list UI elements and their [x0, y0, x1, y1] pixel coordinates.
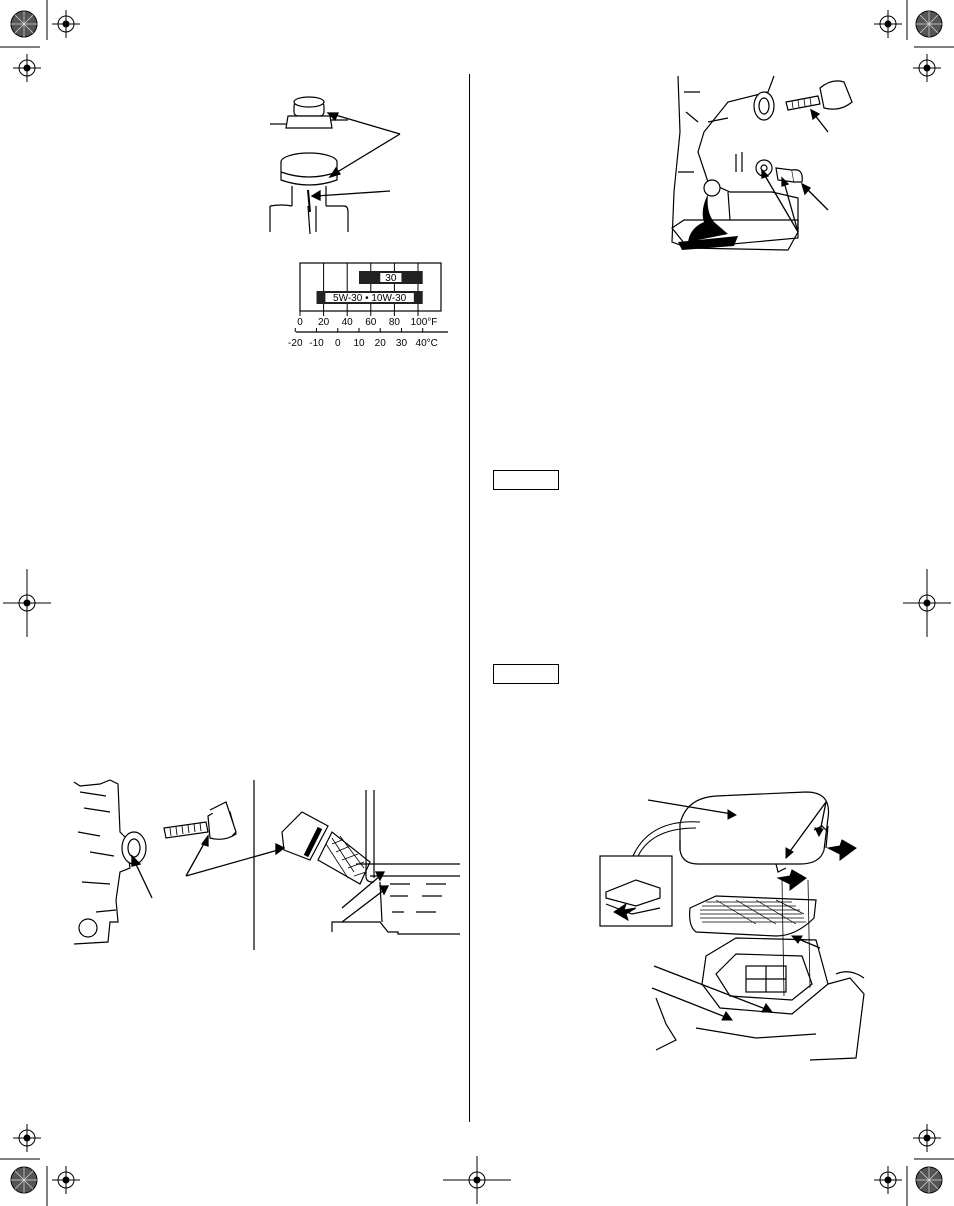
celsius-tick-label: 10	[353, 338, 365, 349]
crosshair-target	[13, 54, 41, 82]
chart-bar-label: 5W-30 • 10W-30	[333, 293, 407, 304]
air-filter-illustration	[599, 791, 865, 1061]
fahrenheit-tick-label: 60	[365, 317, 377, 328]
crosshair-target	[913, 1124, 941, 1152]
oil-drain-illustration	[671, 75, 853, 251]
fahrenheit-tick-label: 100°F	[411, 317, 438, 328]
celsius-tick-label: 30	[396, 338, 408, 349]
notice-label-box	[493, 664, 559, 684]
chart-bar-label-bg	[325, 293, 414, 302]
celsius-tick-label: -10	[309, 338, 324, 349]
crosshair-target	[13, 1124, 41, 1152]
celsius-tick-label: 40°C	[416, 338, 438, 349]
fahrenheit-tick-label: 20	[318, 317, 330, 328]
crosshair-target	[52, 1166, 80, 1194]
oil-viscosity-chart: 30 5W-30 • 10W-30 0 20 40 60 80 100°F -20 -10 0 1…	[288, 262, 448, 349]
fahrenheit-tick-label: 0	[297, 317, 303, 328]
crosshair-target	[52, 10, 80, 38]
fahrenheit-tick-label: 80	[389, 317, 401, 328]
sunburst-mark	[10, 10, 38, 38]
sunburst-mark	[10, 1166, 38, 1194]
crosshair-target	[443, 1156, 511, 1204]
celsius-tick-label: 20	[375, 338, 387, 349]
oil-filler-cap-illustration	[269, 96, 401, 235]
crosshair-target	[3, 569, 51, 637]
sunburst-mark	[915, 1166, 943, 1194]
draining-oil	[688, 194, 728, 242]
column-divider	[469, 74, 470, 1122]
celsius-tick-label: -20	[288, 338, 303, 349]
dipstick-illustration	[73, 779, 460, 950]
chart-bar-label: 30	[385, 273, 397, 284]
sunburst-mark	[915, 10, 943, 38]
crosshair-target	[874, 10, 902, 38]
chart-bar-label-bg	[380, 273, 402, 282]
notice-label-box	[493, 470, 559, 490]
fahrenheit-tick-label: 40	[342, 317, 354, 328]
crosshair-target	[903, 569, 951, 637]
crosshair-target	[913, 54, 941, 82]
celsius-tick-label: 0	[335, 338, 341, 349]
crosshair-target	[874, 1166, 902, 1194]
